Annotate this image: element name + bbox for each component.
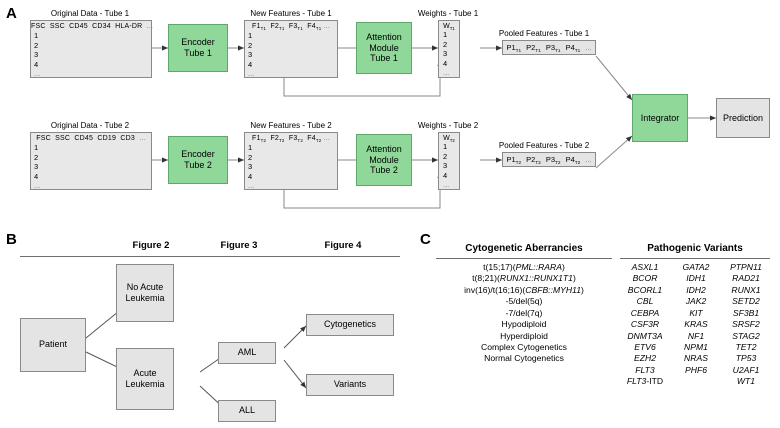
node-variants[interactable]: Variants xyxy=(306,374,394,396)
node-cytogenetics[interactable]: Cytogenetics xyxy=(306,314,394,336)
node-aml[interactable]: AML xyxy=(218,342,276,364)
variant-item: NRAS xyxy=(684,353,708,364)
variant-item: NF1 xyxy=(687,330,705,341)
weights-symbol-tube1: WT1 xyxy=(443,23,455,31)
variant-item: ETV6 xyxy=(634,341,656,352)
cytogenetics-item: Hypodiploid xyxy=(501,319,547,330)
panel-b-divider xyxy=(20,256,400,257)
caption-original-data-tube2: Original Data - Tube 2 xyxy=(50,121,130,130)
original-data-headers-tube1: FSC SSC CD45 CD34 HLA-DR ... xyxy=(31,23,154,30)
variant-item: IDH2 xyxy=(686,284,706,295)
original-data-headers-tube2: FSC SSC CD45 CD19 CD3 ... xyxy=(36,135,146,142)
node-patient[interactable]: Patient xyxy=(20,318,86,372)
cytogenetics-item: Complex Cytogenetics xyxy=(481,341,567,352)
caption-original-data-tube1: Original Data - Tube 1 xyxy=(50,9,130,18)
variant-item: DNMT3A xyxy=(627,330,663,341)
variant-item: SRSF2 xyxy=(732,319,760,330)
variant-item: WT1 xyxy=(736,376,756,387)
figure-header-2: Figure 2 xyxy=(132,240,170,251)
variant-item: CSF3R xyxy=(630,319,660,330)
new-features-headers-tube1: F1T1 F2T1 F3T1 F4T1 ... xyxy=(252,23,330,31)
variant-item: BCOR xyxy=(632,273,658,284)
weights-symbol-tube2: WT2 xyxy=(443,135,455,143)
panel-label-c: C xyxy=(420,231,431,248)
panel-label-b: B xyxy=(6,231,17,248)
variant-item: SF3B1 xyxy=(732,307,760,318)
cytogenetics-item: inv(16)/t(16;16)(CBFB::MYH11) xyxy=(464,284,584,295)
variant-item: NPM1 xyxy=(684,341,708,352)
variant-item: FLT3 xyxy=(635,364,655,375)
variant-item: RAD21 xyxy=(732,273,760,284)
cytogenetics-item: Hyperdiploid xyxy=(500,330,548,341)
caption-weights-tube2: Weights - Tube 2 xyxy=(417,121,479,130)
variant-item: PHF6 xyxy=(685,364,707,375)
variant-item: CEBPA xyxy=(630,307,660,318)
new-features-headers-tube2: F1T2 F2T2 F3T2 F4T2 ... xyxy=(252,135,330,143)
figure-header-4: Figure 4 xyxy=(324,240,362,251)
variant-item: FLT3-ITD xyxy=(626,376,664,387)
caption-pooled-features-tube2: Pooled Features - Tube 2 xyxy=(498,141,590,150)
caption-pooled-features-tube1: Pooled Features - Tube 1 xyxy=(498,29,590,38)
figure-header-3: Figure 3 xyxy=(220,240,258,251)
panel-label-a: A xyxy=(6,5,17,22)
variant-item: BCORL1 xyxy=(627,284,663,295)
cytogenetics-column-title: Cytogenetic Aberrancies xyxy=(465,243,583,254)
node-all[interactable]: ALL xyxy=(218,400,276,422)
cytogenetics-item: t(15;17)(PML::RARA) xyxy=(483,262,565,272)
variant-item: CBL xyxy=(636,296,654,307)
variant-item: TP53 xyxy=(735,353,757,364)
variant-item: GATA2 xyxy=(682,262,710,272)
caption-new-features-tube1: New Features - Tube 1 xyxy=(250,9,332,18)
variant-item: STAG2 xyxy=(732,330,760,341)
variant-item: KRAS xyxy=(684,319,708,330)
variant-item: RUNX1 xyxy=(731,284,761,295)
cytogenetics-item: -5/del(5q) xyxy=(505,296,543,307)
variant-item: IDH1 xyxy=(686,273,706,284)
cytogenetics-item: Normal Cytogenetics xyxy=(484,353,564,364)
caption-new-features-tube2: New Features - Tube 2 xyxy=(250,121,332,130)
variant-item: PTPN11 xyxy=(730,262,762,272)
integrator-box[interactable]: Integrator xyxy=(632,94,688,142)
cytogenetics-item: t(8;21)(RUNX1::RUNX1T1) xyxy=(472,273,576,284)
variant-item: ASXL1 xyxy=(631,262,659,272)
cytogenetics-divider xyxy=(436,258,612,259)
cytogenetics-list: t(15;17)(PML::RARA) t(8;21)(RUNX1::RUNX1… xyxy=(430,262,618,365)
variants-column-title: Pathogenic Variants xyxy=(647,243,743,254)
variant-item: KIT xyxy=(689,307,703,318)
variants-divider xyxy=(620,258,770,259)
caption-weights-tube1: Weights - Tube 1 xyxy=(417,9,479,18)
variant-item: EZH2 xyxy=(634,353,656,364)
variant-item: SETD2 xyxy=(732,296,760,307)
cytogenetics-item: -7/del(7q) xyxy=(505,307,543,318)
variant-item: JAK2 xyxy=(685,296,707,307)
prediction-box: Prediction xyxy=(716,98,770,138)
variant-item: TET2 xyxy=(735,341,757,352)
variant-item: U2AF1 xyxy=(732,364,760,375)
